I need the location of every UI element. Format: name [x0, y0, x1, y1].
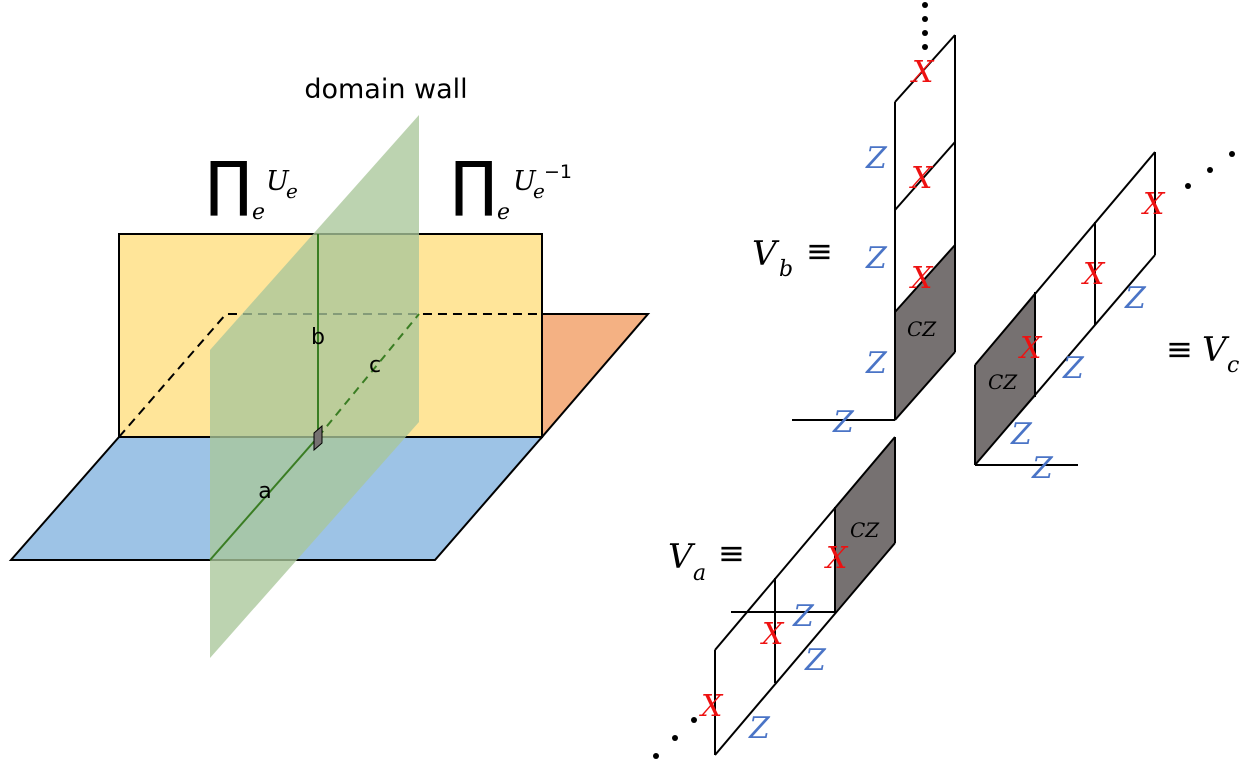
vb-label-equiv: ≡: [806, 232, 833, 270]
vb-z-2: Z: [865, 241, 888, 276]
va-z-1: Z: [792, 599, 815, 634]
vc-x-2: X: [1081, 257, 1106, 292]
vc-z-2: Z: [1062, 351, 1085, 386]
va-label-sub: a: [693, 561, 706, 586]
product-right: ∏ e U e −1: [451, 149, 572, 225]
va-x-2: X: [760, 617, 785, 652]
vc-label-symbol: V: [1202, 330, 1230, 370]
product-left: ∏ e U e: [206, 149, 298, 225]
edge-b-label: b: [311, 325, 325, 350]
vb-operator: X X X Z Z Z Z CZ V b ≡: [752, 2, 956, 440]
va-operator: X X X Z Z Z CZ V a ≡: [653, 436, 896, 759]
vb-label-symbol: V: [752, 234, 780, 274]
vb-label: V b ≡: [752, 232, 833, 282]
vb-label-sub: b: [779, 257, 793, 282]
vc-label-sub: c: [1227, 353, 1239, 378]
edge-c-line: [317, 313, 420, 438]
left-figure: domain wall a b c ∏ e U e ∏ e U e −1: [8, 74, 651, 658]
edge-a-label: a: [258, 479, 271, 504]
product-left-index: e: [252, 200, 265, 225]
va-z-3: Z: [748, 711, 771, 746]
edge-a-line: [209, 436, 319, 561]
vb-cz: CZ: [907, 317, 937, 341]
vb-shaded-plaquette: [895, 245, 955, 420]
vc-label: ≡ V c: [1166, 330, 1239, 378]
vb-x-top: X: [910, 55, 935, 90]
product-right-symbol: ∏: [451, 149, 496, 219]
orange-plane: [541, 313, 651, 440]
vb-x-low: X: [909, 261, 934, 296]
vc-x-1: X: [1018, 331, 1043, 366]
vc-z-3: Z: [1010, 417, 1033, 452]
vc-cz: CZ: [988, 370, 1018, 394]
product-right-operator: U: [513, 166, 537, 197]
va-label-symbol: V: [668, 537, 696, 577]
vc-z-1: Z: [1124, 281, 1147, 316]
product-left-operator: U: [266, 166, 290, 197]
vb-z-3: Z: [865, 346, 888, 381]
vb-z-1: Z: [865, 141, 888, 176]
va-x-1: X: [824, 541, 849, 576]
product-left-symbol: ∏: [206, 149, 251, 219]
va-label: V a ≡: [668, 534, 745, 586]
va-x-3: X: [699, 689, 724, 724]
product-right-operator-sub: e: [533, 179, 545, 203]
va-cz: CZ: [850, 518, 880, 542]
vc-shaded-plaquette: [975, 292, 1035, 465]
vertex-plaquette-marker: [313, 424, 323, 452]
vc-x-3: X: [1141, 187, 1166, 222]
vc-label-equiv: ≡: [1166, 330, 1193, 368]
vc-operator: X X X Z Z Z Z CZ ≡ V c: [974, 151, 1239, 486]
va-z-2: Z: [804, 643, 827, 678]
va-label-equiv: ≡: [718, 534, 745, 572]
product-right-index: e: [497, 200, 510, 225]
vb-x-mid: X: [909, 161, 934, 196]
product-left-operator-sub: e: [286, 179, 298, 203]
product-right-operator-sup: −1: [544, 161, 572, 183]
vb-z-bottom: Z: [832, 405, 855, 440]
domain-wall-plane: [210, 115, 419, 658]
vc-z-4: Z: [1031, 451, 1054, 486]
edge-c-label: c: [369, 353, 381, 378]
domain-wall-label: domain wall: [304, 74, 467, 105]
va-shaded-plaquette: [835, 437, 895, 612]
